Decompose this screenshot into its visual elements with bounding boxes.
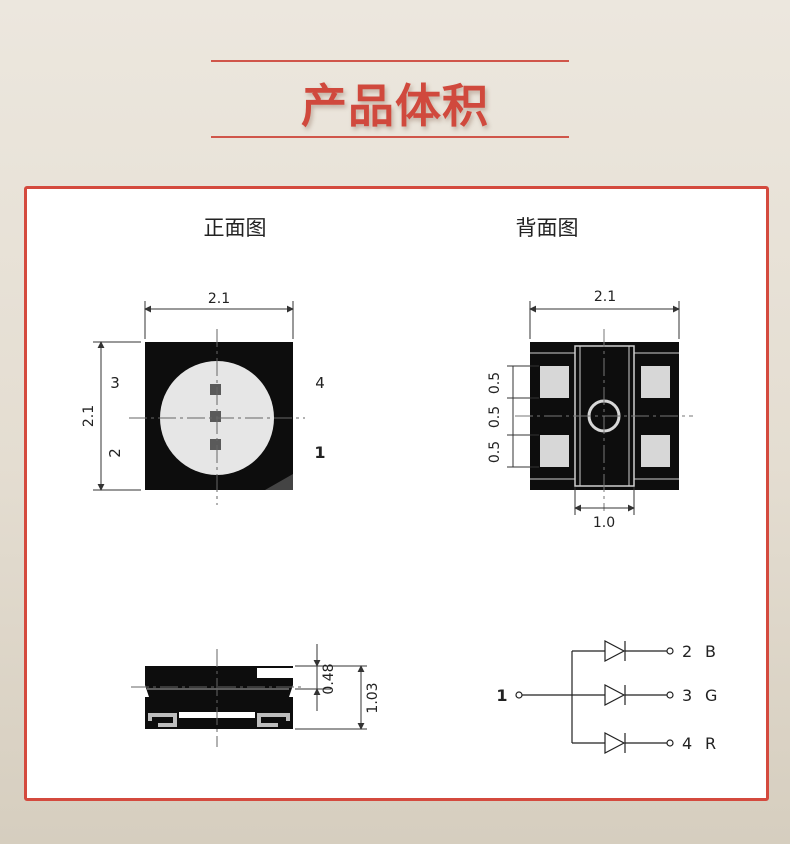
led-chip-middle bbox=[210, 411, 221, 422]
diode-red bbox=[572, 732, 674, 754]
drawing-panel: 正面图 背面图 2.1 2.1 3 4 2 1 2.1 bbox=[24, 186, 769, 801]
back-view-title: 背面图 bbox=[516, 216, 579, 240]
back-pad-bottom-left bbox=[540, 435, 569, 467]
led-chip-top bbox=[210, 384, 221, 395]
title-rule-bottom bbox=[211, 136, 569, 138]
side-thin-dim-label: 0.48 bbox=[321, 663, 337, 694]
front-pin1-label: 1 bbox=[314, 443, 325, 462]
schematic-pin-b-num: 2 bbox=[682, 642, 692, 661]
schematic-common-pin-label: 1 bbox=[496, 686, 507, 705]
front-view-title: 正面图 bbox=[204, 216, 267, 240]
front-width-label: 2.1 bbox=[208, 291, 230, 307]
schematic: 1 bbox=[496, 640, 674, 754]
led-chip-bottom bbox=[210, 439, 221, 450]
pin1-chamfer bbox=[265, 474, 293, 490]
back-pad-bottom-right bbox=[641, 435, 670, 467]
front-pin2-label: 2 bbox=[106, 448, 124, 458]
side-view: 0.48 1.03 bbox=[131, 644, 381, 747]
schematic-labels: 2 B 3 G 4 R bbox=[682, 642, 717, 753]
schematic-pin-g-num: 3 bbox=[682, 686, 692, 705]
front-view: 2.1 2.1 3 4 2 1 bbox=[81, 291, 326, 505]
back-width-label: 2.1 bbox=[594, 289, 616, 305]
diode-green bbox=[604, 684, 674, 706]
diode-blue bbox=[572, 640, 674, 662]
back-dim-pad-gap: 0.5 bbox=[487, 406, 503, 428]
dimension-drawing: 正面图 背面图 2.1 2.1 3 4 2 1 2.1 bbox=[81, 216, 717, 754]
back-bottom-width-label: 1.0 bbox=[593, 515, 615, 531]
front-height-label: 2.1 bbox=[81, 405, 97, 427]
front-pin3-label: 3 bbox=[110, 374, 120, 392]
schematic-pin-g-color: G bbox=[705, 686, 717, 705]
front-pin4-label: 4 bbox=[315, 374, 325, 392]
back-pad-top-right bbox=[641, 366, 670, 398]
title-rule-top bbox=[211, 60, 569, 62]
back-dim-pad-top: 0.5 bbox=[487, 372, 503, 394]
schematic-pin-r-color: R bbox=[705, 734, 716, 753]
side-notch bbox=[257, 668, 293, 678]
schematic-pin-b-color: B bbox=[705, 642, 716, 661]
side-pad-right bbox=[257, 713, 290, 727]
schematic-common-terminal bbox=[515, 691, 523, 699]
back-dim-pad-bottom: 0.5 bbox=[487, 441, 503, 463]
schematic-pin-r-num: 4 bbox=[682, 734, 692, 753]
page-title: 产品体积 bbox=[301, 79, 489, 133]
side-total-height-label: 1.03 bbox=[365, 682, 381, 713]
back-view: 2.1 0.5 0.5 0.5 1.0 bbox=[487, 289, 693, 531]
side-pad-left bbox=[148, 713, 177, 727]
back-pad-top-left bbox=[540, 366, 569, 398]
